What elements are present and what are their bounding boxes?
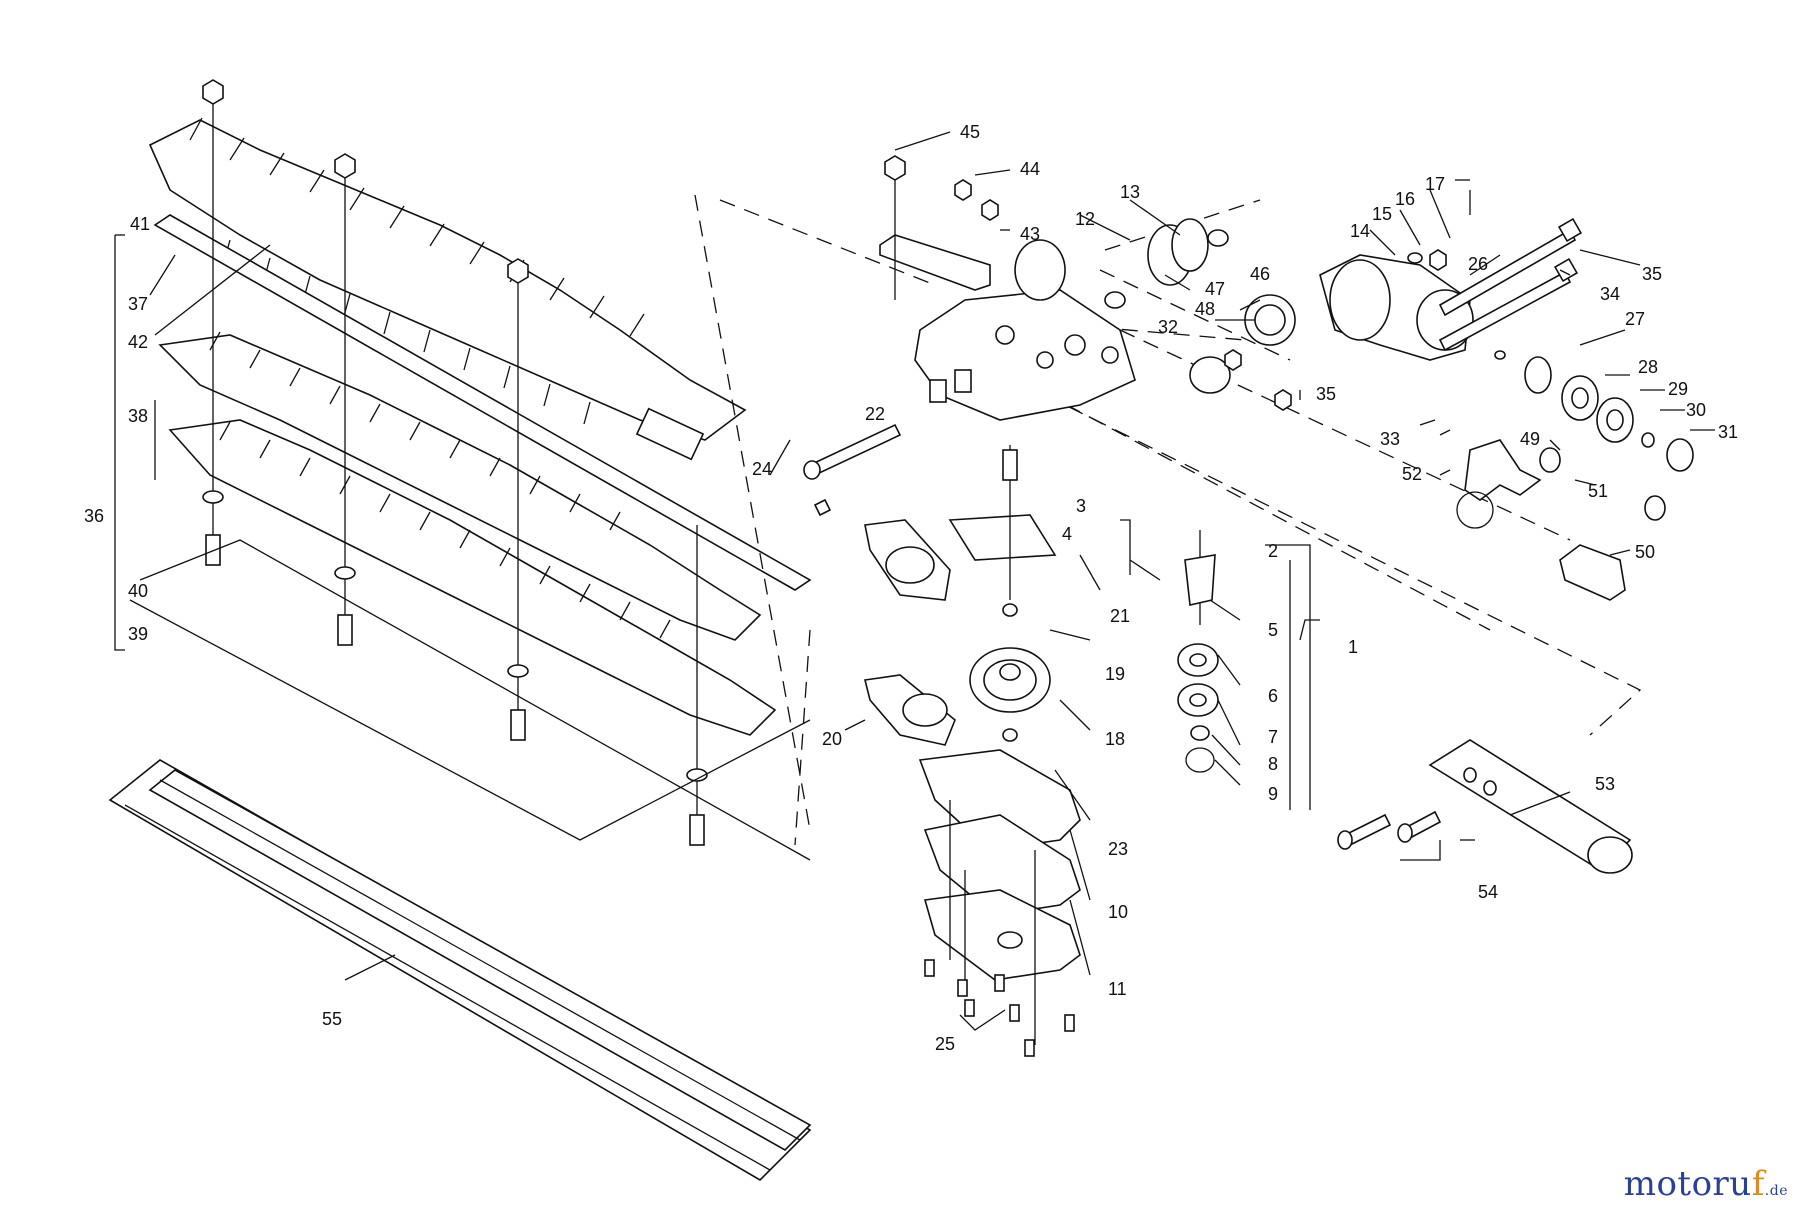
callout-21: 21: [1110, 606, 1130, 626]
blade-bolts: [202, 79, 708, 846]
callout-26: 26: [1468, 254, 1488, 274]
callout-44: 44: [1020, 159, 1040, 179]
callout-24: 24: [752, 459, 772, 479]
callout-53: 53: [1595, 774, 1615, 794]
callout-leaders: [344, 131, 1715, 1031]
callout-52: 52: [1402, 464, 1422, 484]
gear-housing: [914, 239, 1136, 421]
callout-35a: 35: [1642, 264, 1662, 284]
callout-41: 41: [130, 214, 150, 234]
watermark-suffix: .de: [1764, 1183, 1788, 1199]
tube-53: [1337, 739, 1633, 874]
watermark-main: motoru: [1623, 1164, 1752, 1204]
callout-47: 47: [1205, 279, 1225, 299]
callout-11: 11: [1108, 979, 1127, 999]
callout-1: 1: [1348, 637, 1358, 657]
drive-gear-12: [1104, 218, 1229, 309]
lower-blade: [158, 331, 762, 641]
callout-54: 54: [1478, 882, 1498, 902]
callout-20: 20: [822, 729, 842, 749]
clutch-housing-26: [1189, 190, 1474, 394]
blade-guard: [108, 759, 812, 1182]
upper-blade: [148, 117, 747, 461]
bottom-blade: [168, 419, 777, 736]
guide-bar: [153, 214, 812, 591]
callout-37: 37: [128, 294, 148, 314]
callout-50: 50: [1635, 542, 1655, 562]
callout-34: 34: [1600, 284, 1620, 304]
pin-24: [803, 423, 902, 517]
callout-10: 10: [1108, 902, 1128, 922]
watermark-accent: f: [1751, 1164, 1765, 1204]
callout-22: 22: [865, 404, 885, 424]
callout-45: 45: [960, 122, 980, 142]
callout-38: 38: [128, 406, 148, 426]
callout-25: 25: [935, 1034, 955, 1054]
bolts-34-35: [1224, 217, 1583, 411]
callout-40: 40: [128, 581, 148, 601]
callout-8: 8: [1268, 754, 1278, 774]
callout-32: 32: [1158, 317, 1178, 337]
callout-39: 39: [128, 624, 148, 644]
bearings-27-31: [1494, 350, 1694, 472]
callout-51: 51: [1588, 481, 1608, 501]
callout-46: 46: [1250, 264, 1270, 284]
callout-14: 14: [1350, 221, 1370, 241]
callout-18: 18: [1105, 729, 1125, 749]
callout-27: 27: [1625, 309, 1645, 329]
callout-17: 17: [1425, 174, 1445, 194]
callout-16: 16: [1395, 189, 1415, 209]
watermark-logo: motoruf.de: [1624, 1164, 1788, 1204]
callout-7: 7: [1268, 727, 1278, 747]
callout-5: 5: [1268, 620, 1278, 640]
callout-55: 55: [322, 1009, 342, 1029]
callout-31: 31: [1718, 422, 1738, 442]
dashed-leaders: [694, 194, 1642, 846]
callout-19: 19: [1105, 664, 1125, 684]
callout-42: 42: [128, 332, 148, 352]
callout-3: 3: [1076, 496, 1086, 516]
callout-9: 9: [1268, 784, 1278, 804]
switch-parts-49-52: [1456, 439, 1666, 601]
callout-49: 49: [1520, 429, 1540, 449]
shaft-parts-2-9: [1177, 530, 1219, 773]
callout-labels: 1 2 3 4 5 6 7 8 9 10 11 12 13 14 15 16 1…: [84, 122, 1738, 1054]
callout-29: 29: [1668, 379, 1688, 399]
callout-43: 43: [1020, 224, 1040, 244]
callout-35b: 35: [1316, 384, 1336, 404]
callout-30: 30: [1686, 400, 1706, 420]
gearbox-cover-plates: [918, 749, 1081, 1057]
callout-15: 15: [1372, 204, 1392, 224]
callout-33: 33: [1380, 429, 1400, 449]
bracket-lines: [114, 234, 811, 861]
callout-12: 12: [1075, 209, 1095, 229]
mount-plate: [879, 155, 999, 300]
callout-6: 6: [1268, 686, 1278, 706]
lower-gear-assembly: [864, 445, 1057, 746]
callout-48: 48: [1195, 299, 1215, 319]
callout-23: 23: [1108, 839, 1128, 859]
callout-28: 28: [1638, 357, 1658, 377]
callout-2: 2: [1268, 541, 1278, 561]
callout-36: 36: [84, 506, 104, 526]
callout-4: 4: [1062, 524, 1072, 544]
callout-13: 13: [1120, 182, 1140, 202]
